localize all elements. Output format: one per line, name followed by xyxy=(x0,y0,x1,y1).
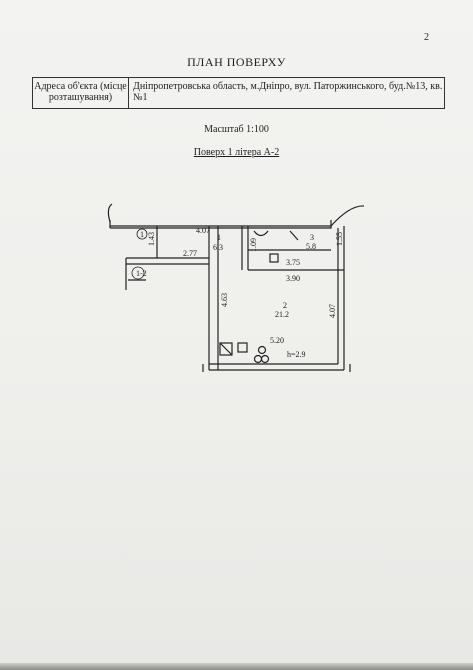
dim-3-90: 3.90 xyxy=(286,274,300,283)
ceiling-height: h=2.9 xyxy=(287,350,306,359)
top-outer-wall xyxy=(110,225,332,229)
floor-label: Поверх 1 літера А-2 xyxy=(193,147,280,158)
address-value: Дніпропетровська область, м.Дніпро, вул.… xyxy=(133,81,443,103)
page-bottom-edge xyxy=(0,663,473,670)
break-line-left xyxy=(107,203,113,223)
toilet-icon xyxy=(253,230,269,237)
break-line-right xyxy=(330,205,365,227)
room-1-number: 1 xyxy=(217,233,221,242)
marker-1-2-label: 1-2 xyxy=(136,269,147,278)
address-table: Адреса об'єкта (місце розташування) Дніп… xyxy=(32,77,445,109)
dim-4-07-top: 4.07 xyxy=(196,226,210,235)
address-label: Адреса об'єкта (місце розташування) xyxy=(33,78,129,108)
scale-label: Масштаб 1:100 xyxy=(204,124,269,135)
room-1-area: 6.3 xyxy=(213,243,223,252)
marker-circle-1-2 xyxy=(131,266,145,280)
dim-3-75: 3.75 xyxy=(286,258,300,267)
dim-1-09: 1.09 xyxy=(249,238,258,252)
heater-icon xyxy=(269,253,279,263)
dim-4-63: 4.63 xyxy=(220,293,229,307)
room-2-number: 2 xyxy=(283,301,287,310)
page-number: 2 xyxy=(424,32,429,43)
dim-4-07-right: 4.07 xyxy=(328,304,337,318)
dim-1-43: 1.43 xyxy=(147,232,156,246)
dim-5-20: 5.20 xyxy=(270,336,284,345)
sink-icon xyxy=(237,342,248,353)
room-3-area: 5.8 xyxy=(306,242,316,251)
dim-2-77: 2.77 xyxy=(183,249,197,258)
dim-1-55: 1.55 xyxy=(335,232,344,246)
room-3-number: 3 xyxy=(310,233,314,242)
stove-icon xyxy=(219,342,233,356)
drain-icon xyxy=(257,345,267,355)
page-title: ПЛАН ПОВЕРХУ xyxy=(187,55,286,69)
marker-circle-1 xyxy=(136,228,148,240)
marker-1-label: 1 xyxy=(140,230,144,239)
room-2-area: 21.2 xyxy=(275,310,289,319)
bath-icon xyxy=(289,230,299,241)
